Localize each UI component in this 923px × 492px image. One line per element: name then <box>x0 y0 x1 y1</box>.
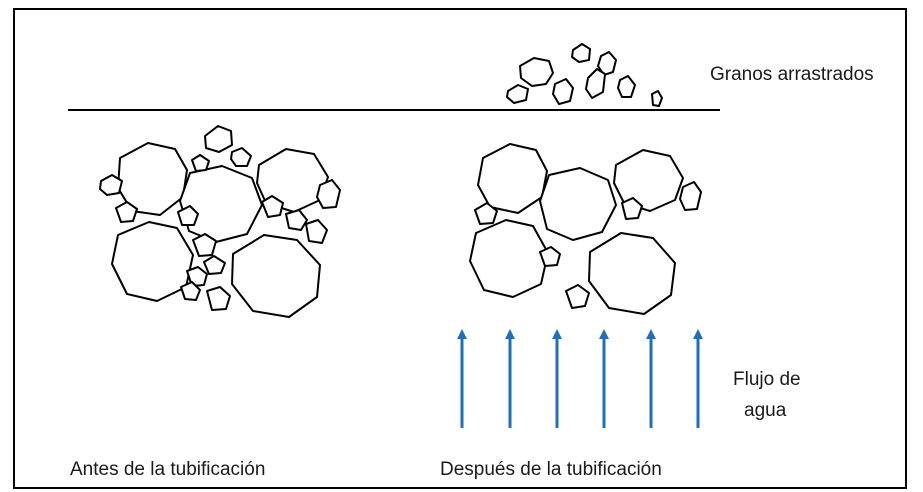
water-flow-label-line1: Flujo de <box>733 369 801 390</box>
soil-before <box>99 125 341 318</box>
before-piping-label: Antes de la tubificación <box>70 459 266 480</box>
water-flow-arrows <box>457 329 703 428</box>
eroded-grains-label: Granos arrastrados <box>710 64 874 85</box>
water-flow-label-line2: agua <box>744 400 787 421</box>
after-piping-label: Después de la tubificación <box>440 459 662 480</box>
eroded-grains <box>506 43 663 107</box>
soil-after <box>469 143 702 315</box>
